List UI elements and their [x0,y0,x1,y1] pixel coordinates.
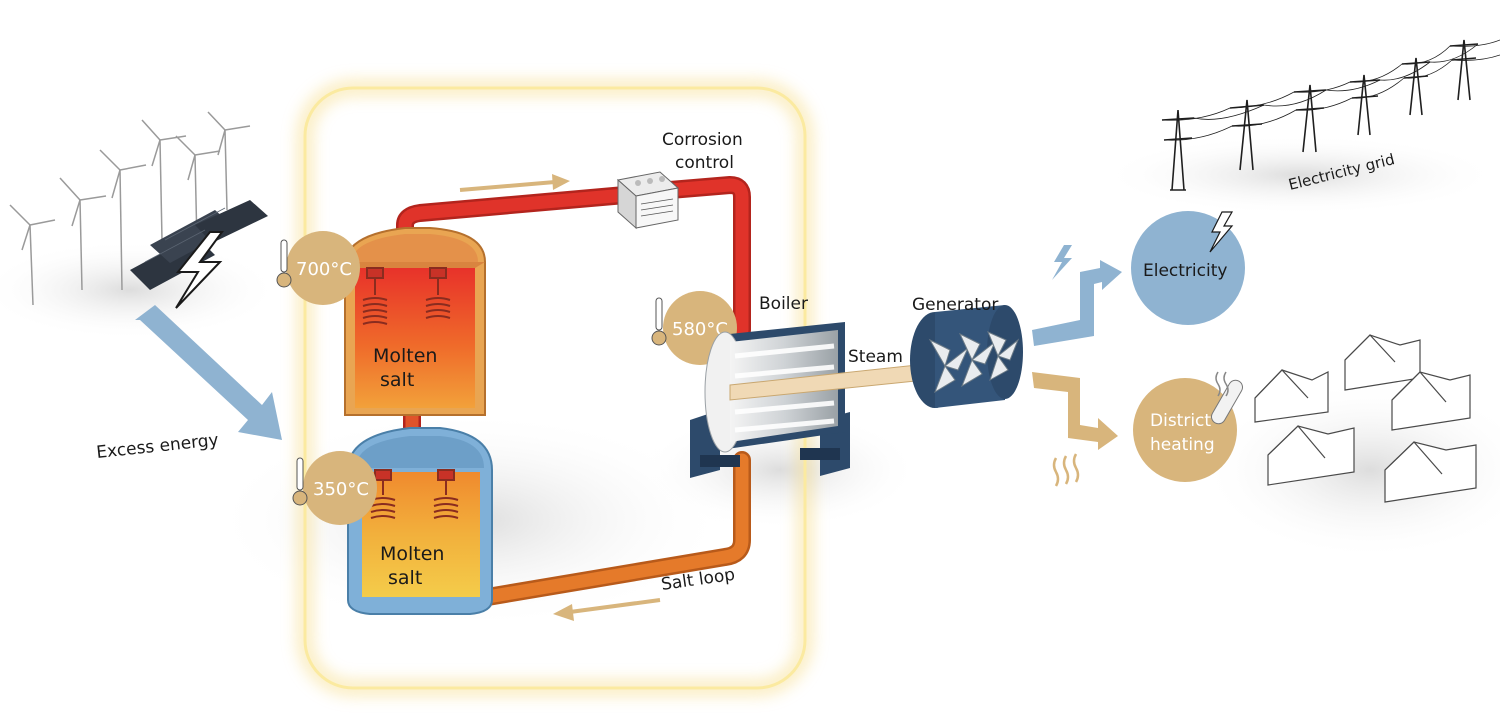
wind-farm [9,111,251,306]
lightning-icon [175,231,224,309]
electricity-output: Electricity [1131,211,1245,325]
flow-arrows [459,174,661,621]
pylon [1293,84,1327,153]
electricity-grid [1161,39,1500,191]
steam-label: Steam [848,347,903,367]
lightning-icon [1209,211,1234,253]
generator-label: Generator [912,295,998,315]
house [1267,425,1355,486]
wind-turbine [59,177,107,291]
wind-turbine [207,111,251,211]
excess-energy-arrow [135,305,282,440]
corrosion-control-label-1: Corrosion [662,130,743,150]
temp-badge-cold: 350°C [292,451,377,525]
district-heating-label-2: heating [1150,435,1215,455]
corrosion-control-box [616,171,680,230]
house [1391,371,1471,431]
thermometer-icon [651,297,667,346]
house [1254,369,1329,423]
heating-coil [362,267,451,325]
houses [1254,334,1477,503]
cold-tank-label-1: Molten [380,543,444,565]
lightning-icon [1052,245,1072,280]
cold-salt-fill [362,472,480,597]
temp-cold-value: 350°C [313,479,369,500]
hot-salt-fill [355,268,475,408]
house [1384,441,1477,503]
temp-badge-hot: 700°C [276,231,360,305]
heating-arrow [1032,372,1118,450]
turbine-blades [928,331,1020,394]
chimney-icon [1211,379,1243,425]
district-heating-label-1: District [1150,411,1211,431]
district-heating-output: District heating [1133,371,1243,482]
hot-tank-label-1: Molten [373,345,437,367]
wind-turbine [99,149,147,291]
pylon [1449,39,1479,101]
power-lines [1161,39,1500,141]
cold-tank-label-2: salt [388,567,422,589]
temp-hot-value: 700°C [296,259,352,280]
thermometer-icon [276,239,292,288]
pylon [1401,57,1431,116]
hot-tank: Molten salt [344,227,486,416]
boiler-label: Boiler [759,294,808,314]
heat-waves-icon [1215,371,1229,397]
pylon [1161,109,1195,191]
wind-turbine [9,204,56,306]
electricity-label: Electricity [1143,261,1227,281]
heat-waves-icon [1052,453,1080,487]
hot-tank-label-2: salt [380,369,414,391]
house [1344,334,1421,391]
wind-turbine [175,135,221,246]
wind-turbine [141,119,187,241]
corrosion-control-label-2: control [675,153,734,173]
heating-coil [370,469,459,519]
thermometer-icon [292,457,308,506]
excess-energy-label: Excess energy [95,430,219,463]
generator [910,305,1023,408]
cold-tank: Molten salt [347,427,493,615]
temp-boiler-value: 580°C [672,319,728,340]
electricity-arrow [1032,260,1122,346]
pylon [1349,74,1381,136]
